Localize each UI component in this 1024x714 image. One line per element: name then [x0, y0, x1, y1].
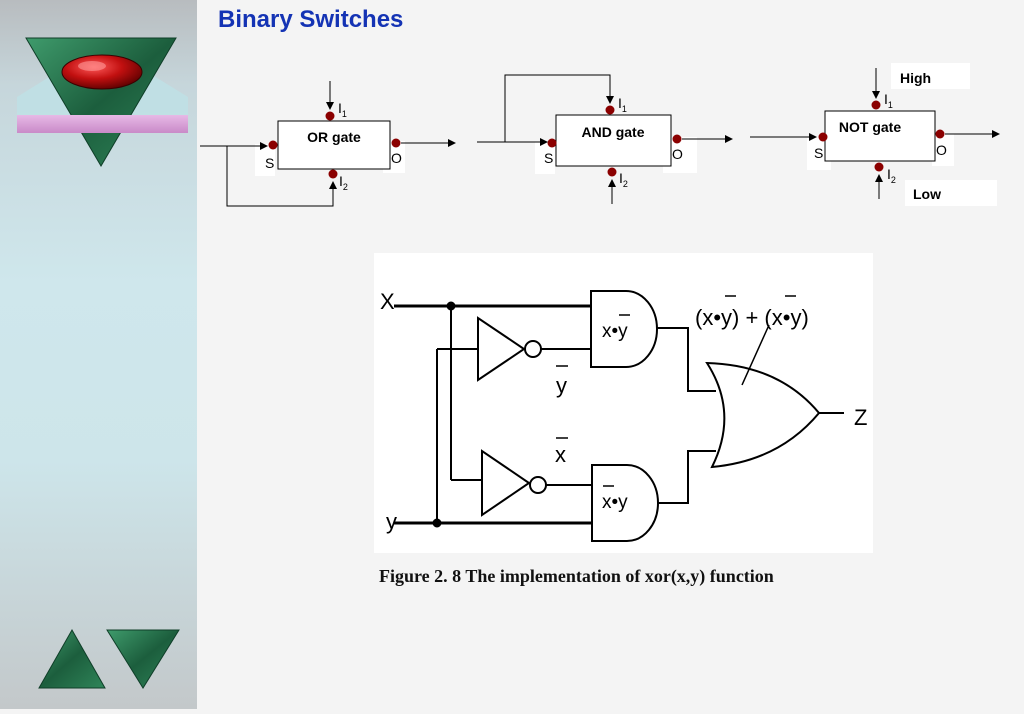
- not-y-label-group: y: [556, 365, 568, 398]
- and-bottom-label: x•y: [602, 492, 628, 513]
- not-input2-terminal: [874, 162, 884, 172]
- or-output-label: O: [391, 150, 402, 166]
- slide-title: Binary Switches: [218, 6, 404, 33]
- or-switch-terminal: [268, 140, 278, 150]
- low-label: Low: [913, 186, 941, 202]
- and-switch-label: S: [544, 150, 553, 166]
- figure-background: [374, 253, 873, 553]
- or-s-label-bg: [255, 144, 275, 176]
- or-input1-label: I1: [338, 100, 347, 119]
- not-x-label: x: [555, 442, 566, 467]
- not-gate-switch: NOT gate High Low I1 I2 S O: [750, 63, 1000, 206]
- not-y-label: y: [556, 373, 567, 398]
- switch-gates-diagram: OR gate I1 I2 S O AND gate: [200, 63, 1000, 207]
- output-z-label: Z: [854, 405, 867, 430]
- and-s-label-bg: [535, 142, 555, 174]
- slide-content: Binary Switches OR gate I1 I2: [197, 0, 1024, 709]
- sidebar-art: [17, 37, 188, 167]
- not-gate-label: NOT gate: [839, 119, 901, 135]
- xor-circuit-figure: X y Z y x x•y x•y (x•y) + (x•y): [374, 253, 873, 553]
- and-input2-terminal: [607, 167, 617, 177]
- or-gate-switch: OR gate I1 I2 S O: [200, 81, 456, 207]
- not-input1-label: I1: [884, 91, 893, 110]
- not-output-terminal: [935, 129, 945, 139]
- not-input2-label: I2: [887, 166, 896, 185]
- xor-expression: (x•y) + (x•y): [695, 305, 809, 330]
- not-switch-terminal: [818, 132, 828, 142]
- or-gate-box: [277, 120, 391, 170]
- not-o-label-bg: [932, 134, 954, 166]
- and-gate-switch: AND gate I1 I2 S O: [477, 74, 733, 204]
- figure-caption: Figure 2. 8 The implementation of xor(x,…: [379, 566, 774, 586]
- and-input1-label: I1: [618, 95, 627, 114]
- high-label: High: [900, 70, 931, 86]
- and-switch-terminal: [547, 138, 557, 148]
- input-x-label: X: [380, 289, 395, 314]
- previous-slide-triangle-icon[interactable]: [38, 628, 106, 689]
- or-input2-label: I2: [339, 173, 348, 192]
- or-input2-terminal: [328, 169, 338, 179]
- not-input1-terminal: [871, 100, 881, 110]
- and-output-label: O: [672, 146, 683, 162]
- or-input1-terminal: [325, 111, 335, 121]
- not-output-label: O: [936, 142, 947, 158]
- not-x-label-group: x: [555, 437, 568, 467]
- not-gate-box: [824, 110, 936, 162]
- emerald-ruby-triangle-icon: [17, 37, 188, 167]
- and-gate-label: AND gate: [581, 124, 644, 140]
- and-output-terminal: [672, 134, 682, 144]
- xor-expression-group: (x•y) + (x•y): [695, 295, 809, 330]
- nav-controls: [38, 628, 180, 689]
- or-switch-label: S: [265, 155, 274, 171]
- and-input1-terminal: [605, 105, 615, 115]
- and-top-label: x•y: [602, 321, 628, 342]
- low-label-bg: [905, 180, 997, 206]
- or-gate-label: OR gate: [307, 129, 361, 145]
- not-switch-label: S: [814, 145, 823, 161]
- and-gate-box: [555, 114, 672, 167]
- high-label-bg: [891, 63, 970, 89]
- next-slide-triangle-icon[interactable]: [106, 629, 180, 689]
- input-y-label: y: [386, 509, 397, 534]
- and-top-label-group: x•y: [602, 314, 630, 342]
- and-input2-label: I2: [619, 170, 628, 189]
- sidebar: [0, 0, 197, 709]
- or-output-terminal: [391, 138, 401, 148]
- and-bottom-label-group: x•y: [602, 485, 628, 513]
